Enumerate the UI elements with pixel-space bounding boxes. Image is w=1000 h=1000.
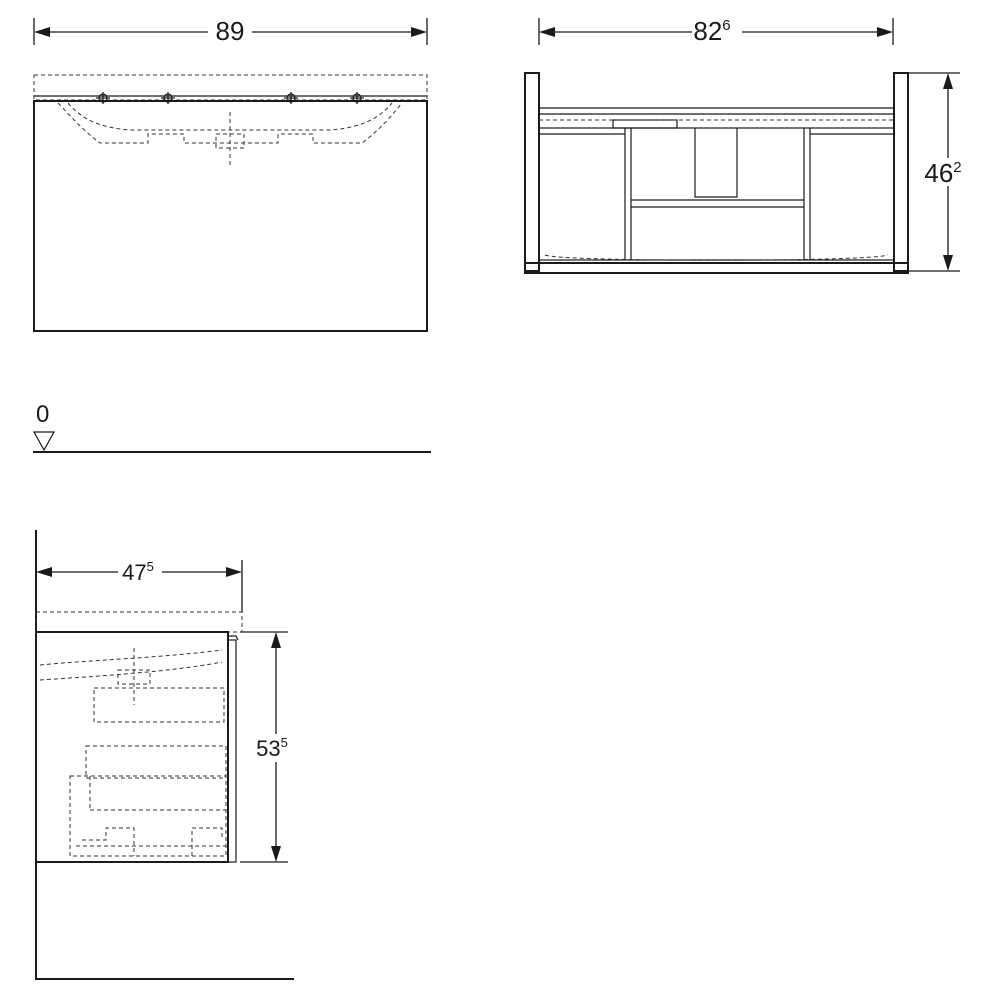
svg-text:826: 826: [693, 16, 730, 46]
svg-text:462: 462: [924, 158, 961, 188]
side-depth-superscript: 5: [147, 559, 154, 574]
top-height-superscript: 2: [953, 159, 961, 176]
floor-level-marker: 0: [32, 401, 431, 453]
svg-text:89: 89: [216, 16, 245, 46]
right-side-panel: [893, 72, 909, 272]
top-width-value: 82: [693, 16, 722, 46]
top-view: 826 462: [524, 16, 972, 274]
svg-text:475: 475: [122, 559, 154, 585]
bottom-plinth: [524, 262, 909, 274]
front-width-value: 89: [216, 16, 245, 46]
side-height-superscript: 5: [281, 735, 288, 750]
side-height-value: 53: [256, 736, 280, 761]
side-washbasin-outline: [35, 611, 243, 633]
svg-text:535: 535: [256, 735, 288, 761]
top-width-dimension: 826: [538, 16, 894, 46]
front-width-dimension: 89: [33, 16, 428, 46]
side-depth-value: 47: [122, 560, 146, 585]
level-triangle-icon: [32, 431, 56, 452]
drawer-interior: [538, 119, 895, 261]
basin-bowl-hidden: [57, 102, 403, 144]
front-view: 89: [33, 16, 428, 332]
top-height-value: 46: [924, 158, 953, 188]
side-depth-dimension: 475: [36, 558, 243, 612]
fixing-bolts: [96, 92, 364, 104]
front-panel: [227, 639, 237, 863]
side-view: 475 535: [35, 530, 300, 980]
side-height-dimension: 535: [240, 631, 300, 863]
floor-level-label: 0: [36, 401, 49, 428]
washbasin-outline: [33, 74, 428, 101]
side-interior-hidden: [39, 648, 227, 857]
top-height-dimension: 462: [908, 72, 972, 272]
left-side-panel: [524, 72, 540, 272]
top-width-superscript: 6: [722, 17, 730, 34]
front-cabinet-body: [33, 100, 428, 332]
